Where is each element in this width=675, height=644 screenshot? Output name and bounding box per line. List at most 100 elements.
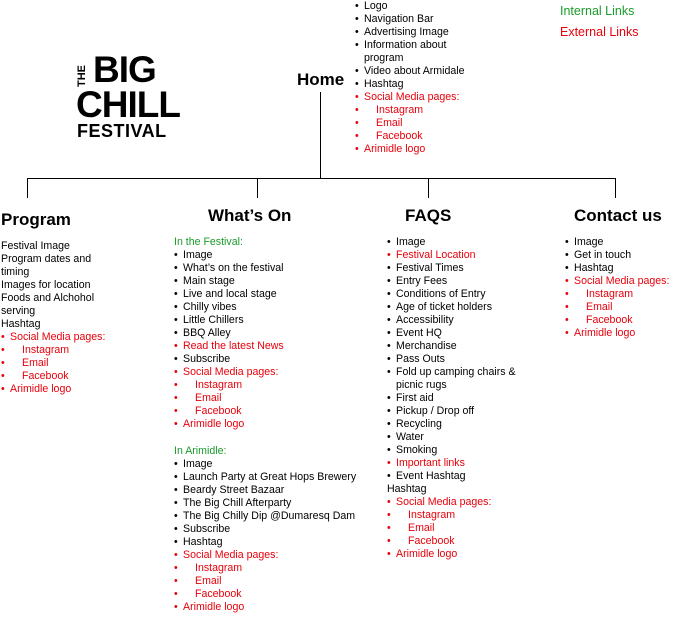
whats-on-heading: What’s On [208, 206, 292, 225]
list-item: Image [565, 236, 673, 249]
list-item: Get in touch [565, 249, 673, 262]
list-item: Logo [355, 0, 470, 13]
plain-item: Hashtag [1, 318, 41, 330]
logo-festival-text: FESTIVAL [77, 121, 167, 141]
list-item: Social Media pages: [174, 549, 374, 562]
list-item: Social Media pages: [1, 331, 106, 344]
list-item: Event Hashtag [387, 470, 517, 483]
list-item: Instagram [387, 509, 517, 522]
list-item: Information about program [355, 39, 470, 65]
list-item: Navigation Bar [355, 13, 470, 26]
program-connector-line [27, 178, 28, 198]
list-item: Social Media pages: [565, 275, 673, 288]
list-item: Image [174, 458, 374, 471]
list-item: Social Media pages: [174, 366, 374, 379]
list-item: Live and local stage [174, 288, 374, 301]
whats-on-section: In the Festival: ImageWhat’s on the fest… [174, 236, 374, 614]
list-item: Instagram [174, 379, 374, 392]
list-item: Recycling [387, 418, 517, 431]
plain-item: Images for location [1, 279, 91, 291]
list-item: Fold up camping chairs & picnic rugs [387, 366, 517, 392]
list-item: Important links [387, 457, 517, 470]
list-item: Merchandise [387, 340, 517, 353]
legend-internal-links: Internal Links [560, 4, 635, 18]
program-content-list: Social Media pages:InstagramEmailFaceboo… [1, 331, 106, 396]
list-item: Read the latest News [174, 340, 374, 353]
plain-item: Foods and Alchohol serving [1, 292, 95, 317]
list-item: Facebook [1, 370, 106, 383]
list-item: The Big Chill Afterparty [174, 497, 374, 510]
contact-content-list: ImageGet in touchHashtagSocial Media pag… [565, 236, 673, 340]
list-item: Email [1, 357, 106, 370]
big-chill-festival-logo: THE BIG CHILL FESTIVAL [76, 49, 181, 142]
plain-item: Program dates and timing [1, 253, 92, 278]
list-item: Festival Location [387, 249, 517, 262]
armidale-content-list: ImageLaunch Party at Great Hops BreweryB… [174, 458, 374, 614]
list-item: Subscribe [174, 353, 374, 366]
home-content-list: LogoNavigation BarAdvertising ImageInfor… [355, 0, 470, 156]
list-item: Arimidle logo [1, 383, 106, 396]
list-item: Email [174, 392, 374, 405]
list-item: What’s on the festival [174, 262, 374, 275]
list-item: Beardy Street Bazaar [174, 484, 374, 497]
list-item: Pass Outs [387, 353, 517, 366]
list-item: Image [174, 249, 374, 262]
list-item: Facebook [565, 314, 673, 327]
list-item: BBQ Alley [174, 327, 374, 340]
list-item: Facebook [174, 588, 374, 601]
list-item: Launch Party at Great Hops Brewery [174, 471, 374, 484]
list-item: Subscribe [174, 523, 374, 536]
horizontal-connector-line [27, 178, 616, 179]
list-item: Pickup / Drop off [387, 405, 517, 418]
list-item: Entry Fees [387, 275, 517, 288]
list-item: Arimidle logo [387, 548, 517, 561]
faqs-connector-line [428, 178, 429, 198]
list-item: Email [565, 301, 673, 314]
home-heading: Home [297, 70, 345, 89]
list-item: Smoking [387, 444, 517, 457]
contact-connector-line [615, 178, 616, 198]
list-item: Video about Armidale [355, 65, 470, 78]
list-item: Accessibility [387, 314, 517, 327]
list-item: Instagram [565, 288, 673, 301]
home-connector-line [320, 92, 321, 178]
list-item: Little Chillers [174, 314, 374, 327]
plain-item: Festival Image [1, 240, 70, 252]
list-item: Arimidle logo [355, 143, 470, 156]
list-item: Email [387, 522, 517, 535]
list-item: Facebook [174, 405, 374, 418]
list-item: Hashtag [355, 78, 470, 91]
list-item: Advertising Image [355, 26, 470, 39]
list-item: Arimidle logo [174, 418, 374, 431]
list-item: Hashtag [565, 262, 673, 275]
list-item: Arimidle logo [174, 601, 374, 614]
list-item: Main stage [174, 275, 374, 288]
faqs-heading: FAQS [405, 206, 452, 225]
whats-on-connector-line [257, 178, 258, 198]
list-item: Chilly vibes [174, 301, 374, 314]
list-item: Instagram [355, 104, 470, 117]
list-item: Hashtag [387, 483, 427, 495]
list-item: Age of ticket holders [387, 301, 517, 314]
contact-us-heading: Contact us [574, 206, 662, 225]
list-item: Social Media pages: [387, 496, 517, 509]
list-item: Conditions of Entry [387, 288, 517, 301]
list-item: Image [387, 236, 517, 249]
list-item: Festival Times [387, 262, 517, 275]
festival-content-list: ImageWhat’s on the festivalMain stageLiv… [174, 249, 374, 431]
list-item: The Big Chilly Dip @Dumaresq Dam [174, 510, 374, 523]
faqs-content-list: ImageFestival LocationFestival TimesEntr… [387, 236, 517, 561]
list-item: Water [387, 431, 517, 444]
list-item: Email [355, 117, 470, 130]
list-item: Instagram [174, 562, 374, 575]
list-item: Event HQ [387, 327, 517, 340]
list-item: Social Media pages: [355, 91, 470, 104]
logo-big-text: BIG [93, 49, 157, 90]
list-item: Facebook [355, 130, 470, 143]
list-item: First aid [387, 392, 517, 405]
list-item: Arimidle logo [565, 327, 673, 340]
legend-external-links: External Links [560, 25, 639, 39]
list-item: Email [174, 575, 374, 588]
